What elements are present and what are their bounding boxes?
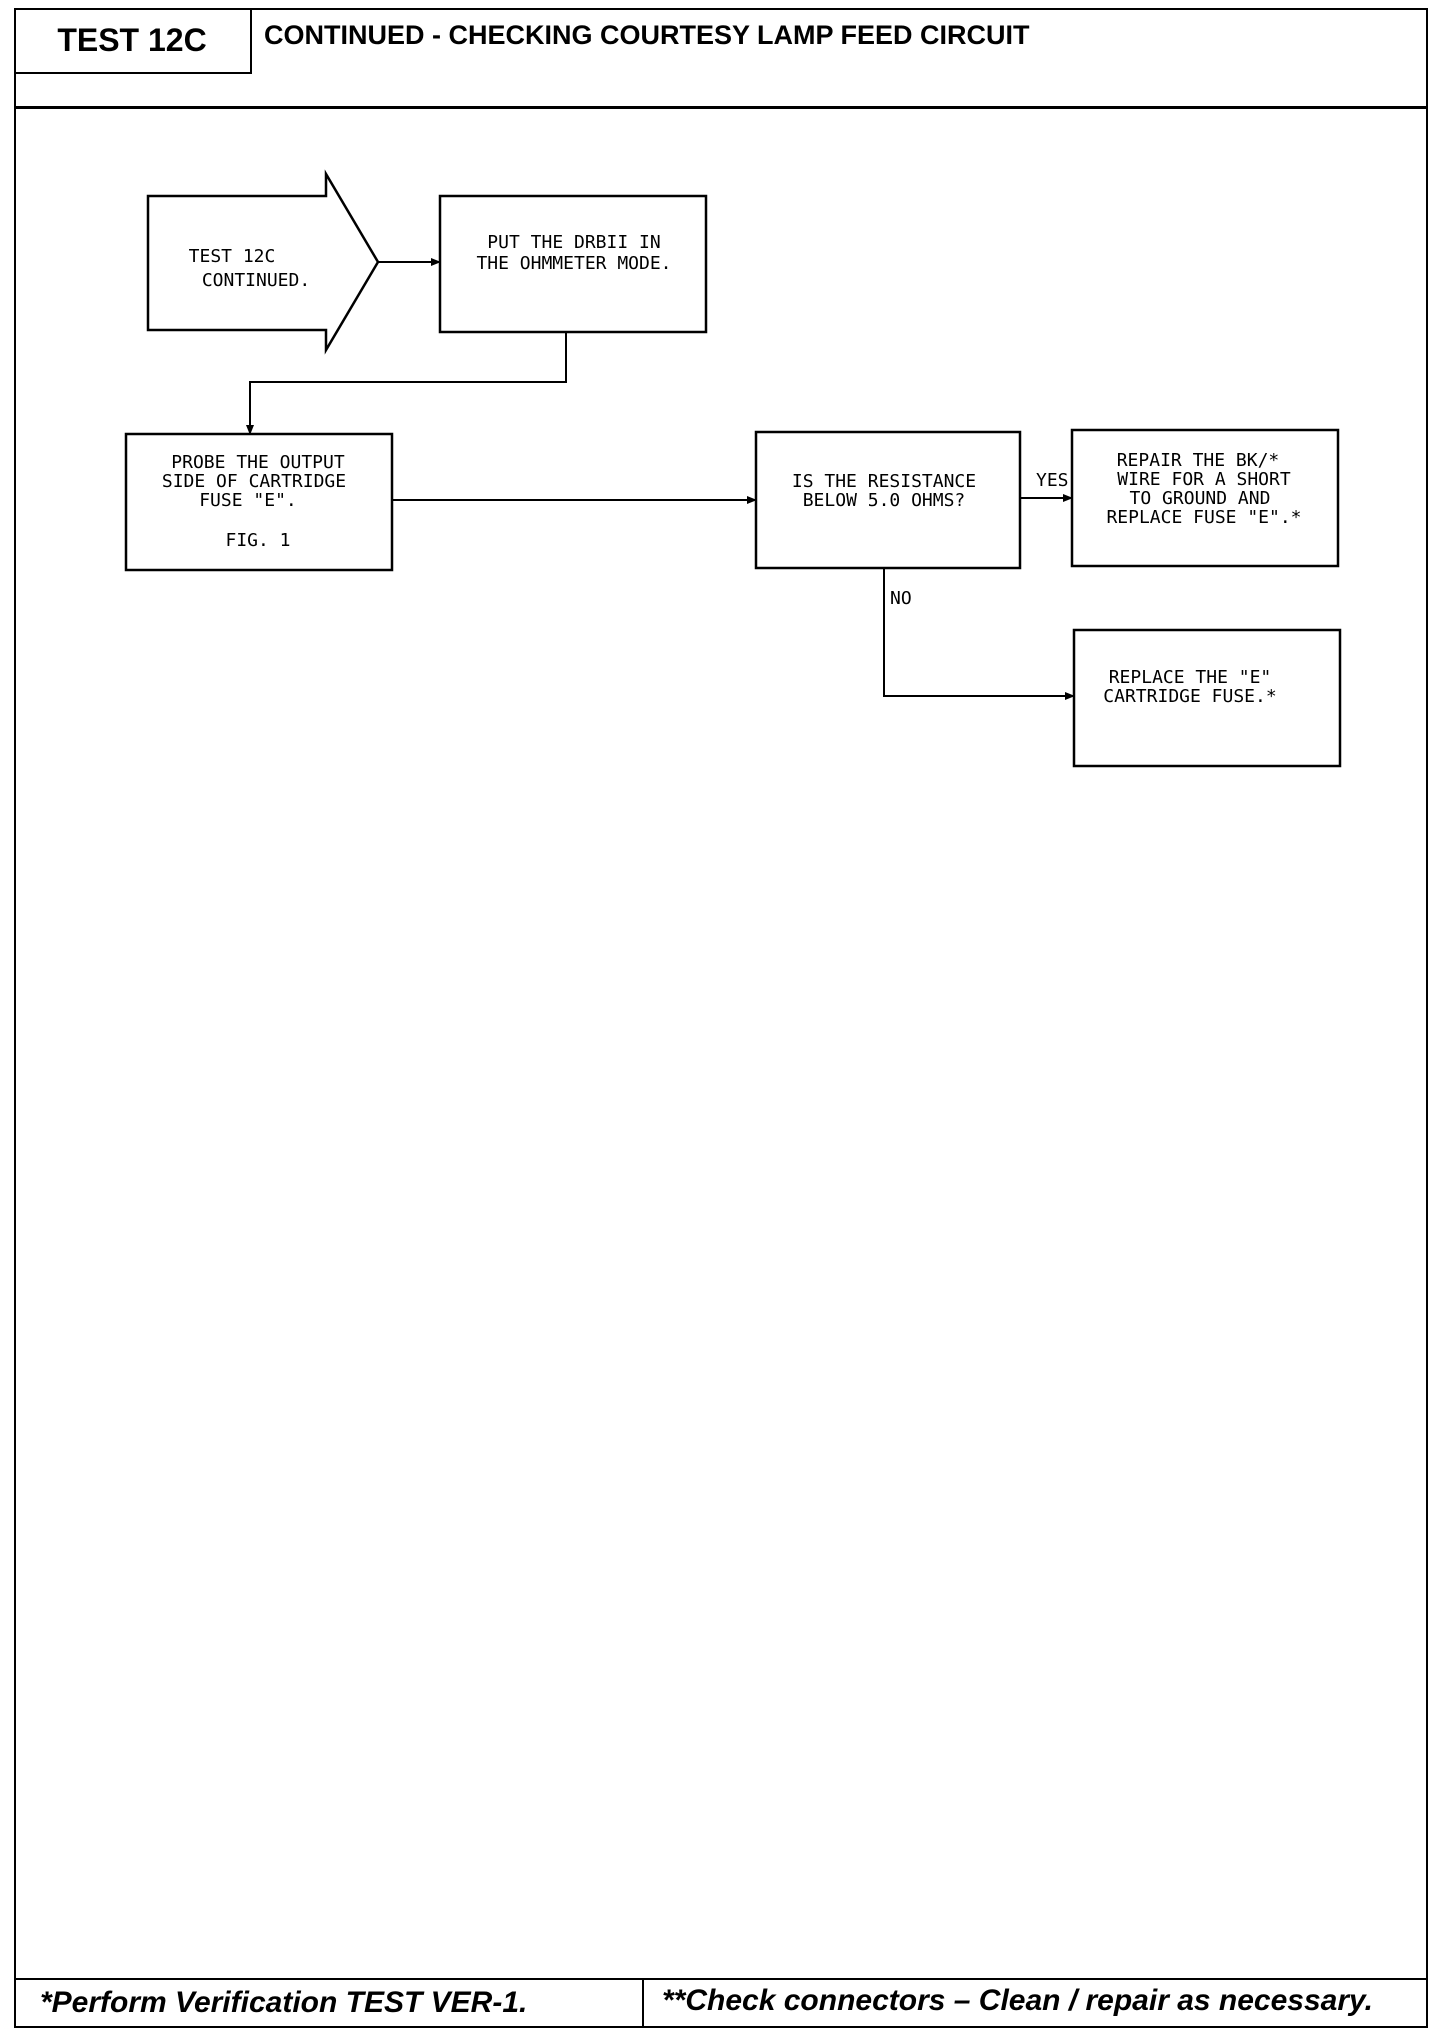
yes-label: YES [1036,470,1069,491]
header-rule [14,106,1428,109]
page-frame [14,8,1428,2028]
verification-note: *Perform Verification TEST VER-1. [40,1986,528,2019]
step-probe-figure-ref: FIG. 1 [225,530,290,551]
yes-action-line-3: TO GROUND AND [1130,488,1271,509]
footer-rule [14,1978,1428,1980]
yes-action-line-2: WIRE FOR A SHORT [1117,469,1291,490]
connectors-note: **Check connectors – Clean / repair as n… [662,1984,1373,2017]
footer-divider [642,1978,644,2028]
start-arrow-shape [146,169,380,355]
yes-action-box [1070,428,1340,568]
start-text-line-1: TEST 12C [189,246,276,267]
step-ohmmeter-line-1: PUT THE DRBII IN [487,232,660,253]
page-title: CONTINUED - CHECKING COURTESY LAMP FEED … [264,20,1030,50]
no-action-line-2: CARTRIDGE FUSE.* [1103,686,1276,707]
step-probe-line-1: PROBE THE OUTPUT [171,452,345,473]
step-probe-line-2: SIDE OF CARTRIDGE [162,471,346,492]
step-ohmmeter-line-2: THE OHMMETER MODE. [476,253,671,274]
no-label: NO [890,588,912,609]
start-text-line-2: CONTINUED. [202,270,310,291]
decision-line-2: BELOW 5.0 OHMS? [803,490,966,511]
decision-line-1: IS THE RESISTANCE [792,471,976,492]
no-action-box [1072,628,1342,768]
test-id: TEST 12C [57,21,207,58]
connector-ohmmeter-to-probe [246,332,567,435]
step-probe-box [124,432,394,572]
yes-action-line-4: REPLACE FUSE "E".* [1106,507,1301,528]
step-ohmmeter-box [438,194,708,334]
no-action-line-1: REPLACE THE "E" [1109,667,1272,688]
connector-decision-no [883,568,1075,700]
step-probe-line-3: FUSE "E". [199,490,297,511]
yes-action-line-1: REPAIR THE BK/* [1117,450,1280,471]
test-id-box: TEST 12C [14,8,252,74]
